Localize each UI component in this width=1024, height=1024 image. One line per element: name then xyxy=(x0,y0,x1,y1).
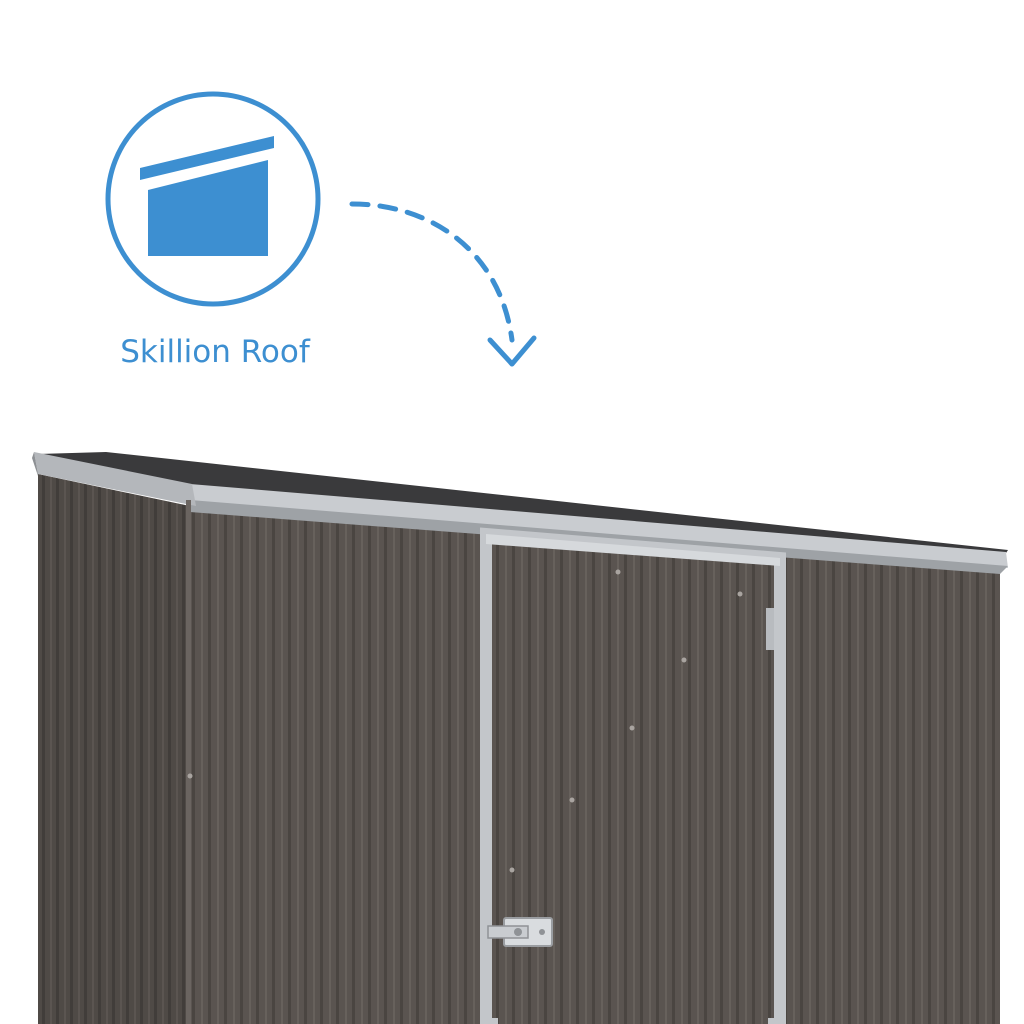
skillion-roof-icon xyxy=(105,91,321,307)
shed-side-wall xyxy=(38,474,190,1024)
roof-flashing-front xyxy=(190,484,1008,568)
door-hinge xyxy=(766,608,774,650)
shed-door xyxy=(498,546,768,1024)
roof-flashing-side xyxy=(34,452,196,506)
dashed-arrow-icon xyxy=(349,201,537,367)
door-latch xyxy=(487,917,553,947)
roof-type-label: Skillion Roof xyxy=(120,334,310,370)
